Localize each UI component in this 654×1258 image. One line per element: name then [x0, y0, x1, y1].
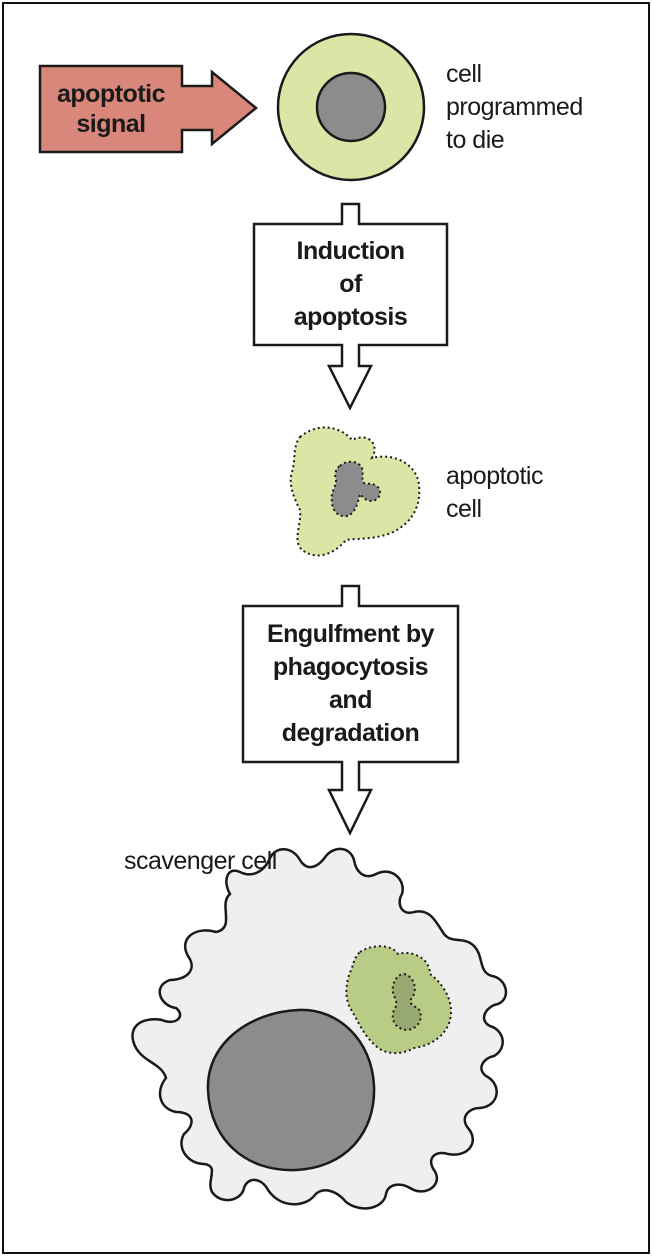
apoptotic-signal-label: apoptotic signal: [57, 80, 166, 138]
scavenger-cell-label: scavenger cell: [124, 847, 277, 875]
engulfment-arrow: [241, 584, 460, 836]
apoptotic-cell-label: apoptotic cell: [446, 462, 543, 523]
apoptotic-cell-nucleus: [330, 460, 382, 518]
healthy-cell-nucleus: [315, 71, 387, 143]
engulfed-cell-nucleus: [391, 972, 422, 1032]
cell-programmed-label: cell programmed to die: [446, 60, 583, 154]
induction-of-apoptosis-label: Induction of apoptosis: [293, 237, 408, 331]
scavenger-nucleus: [206, 1008, 376, 1172]
induction-arrow: [252, 202, 449, 411]
engulfment-label: Engulfment by phagocytosis and degradati…: [266, 620, 435, 747]
apoptotic-signal-arrow: [38, 64, 258, 154]
